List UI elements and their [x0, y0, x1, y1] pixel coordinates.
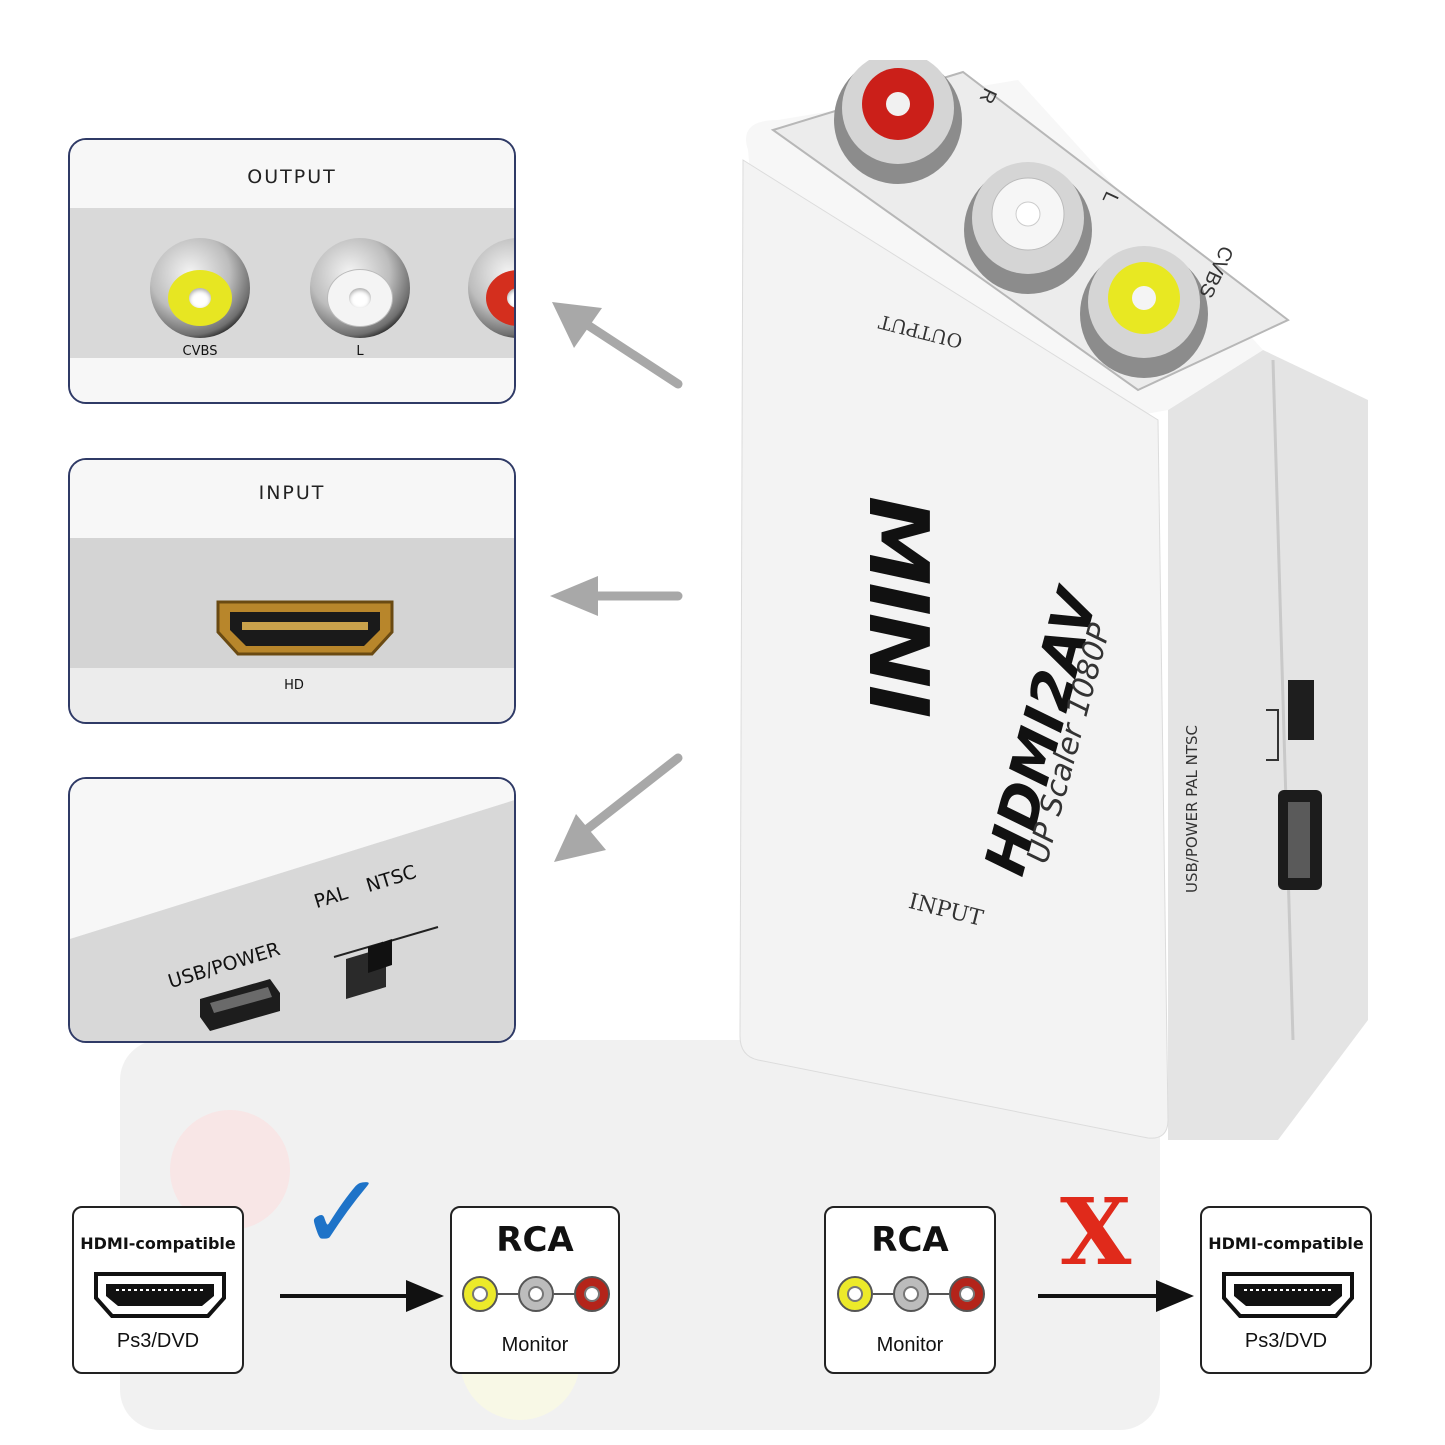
device-side-text: USB/POWER PAL NTSC [1183, 724, 1202, 894]
side-detail-panel: USB/POWER PAL NTSC [68, 777, 516, 1043]
cvbs-label: CVBS [182, 344, 218, 359]
panel-top-surface [70, 460, 514, 538]
input-detail-panel: INPUT HD [68, 458, 516, 724]
rca-link [498, 1293, 518, 1295]
target-hdmi-title: HDMI-compatible [1208, 1234, 1364, 1253]
rca-white-icon [518, 1276, 554, 1312]
target-rca-caption: Monitor [501, 1334, 569, 1356]
hdmi2av-converter-device: MINI HDMI2AV UP Scaler 1080P OUTPUT INPU… [718, 52, 1368, 1140]
source-hdmi-caption: Ps3/DVD [116, 1330, 200, 1352]
panel-bottom-surface [70, 668, 514, 722]
target-rca-box: RCA Monitor [450, 1206, 620, 1374]
rca-link [929, 1293, 949, 1295]
checkmark-icon: ✓ [298, 1151, 387, 1274]
source-rca-caption: Monitor [876, 1334, 944, 1356]
rca-link [873, 1293, 893, 1295]
rca-yellow-icon [837, 1276, 873, 1312]
cvbs-jack [150, 238, 250, 338]
device-switch [1288, 680, 1314, 740]
rca-link [554, 1293, 574, 1295]
arrow-right-icon [1038, 1280, 1194, 1312]
source-rca-title: RCA [871, 1220, 949, 1260]
source-hdmi-box: HDMI-compatible Ps3/DVD [72, 1206, 244, 1374]
left-audio-jack-core [328, 270, 392, 326]
panel-bottom-surface [70, 358, 514, 402]
source-rca-box: RCA Monitor [824, 1206, 996, 1374]
rca-red-icon [574, 1276, 610, 1312]
target-hdmi-box: HDMI-compatible Ps3/DVD [1200, 1206, 1372, 1374]
pointer-arrows [550, 302, 683, 862]
right-audio-jack-core [486, 270, 514, 326]
cross-mark-icon: X [1060, 1178, 1132, 1286]
input-panel-title: INPUT [258, 482, 326, 504]
l-label: L [356, 344, 364, 359]
output-panel-title: OUTPUT [247, 166, 337, 188]
left-audio-jack [310, 238, 410, 338]
rca-white-icon [893, 1276, 929, 1312]
pal-ntsc-switch-icon [333, 926, 439, 999]
hdmi-connector-icon [1222, 1272, 1354, 1318]
source-hdmi-title: HDMI-compatible [80, 1234, 236, 1253]
mini-usb-port-icon [200, 979, 280, 1031]
panel-top-surface [70, 140, 514, 208]
hdmi-port-icon [216, 600, 394, 656]
hd-label: HD [284, 678, 304, 693]
rca-connector-icon [462, 1274, 612, 1314]
target-rca-title: RCA [496, 1220, 574, 1260]
rca-red-icon [949, 1276, 985, 1312]
output-detail-panel: OUTPUT CVBS L R [68, 138, 516, 404]
arrow-right-icon [280, 1280, 444, 1312]
cvbs-jack-core [168, 270, 232, 326]
hdmi-connector-icon [94, 1272, 226, 1318]
rca-yellow-icon [462, 1276, 498, 1312]
device-rca-jacks [834, 52, 1208, 378]
target-hdmi-caption: Ps3/DVD [1244, 1330, 1328, 1352]
r-label: R [478, 344, 514, 359]
rca-connector-icon [837, 1274, 987, 1314]
side-panel-surfaces [70, 779, 514, 1041]
panel-front-face [70, 208, 514, 358]
device-brand: MINI [850, 495, 946, 716]
device-body [739, 52, 1368, 1140]
